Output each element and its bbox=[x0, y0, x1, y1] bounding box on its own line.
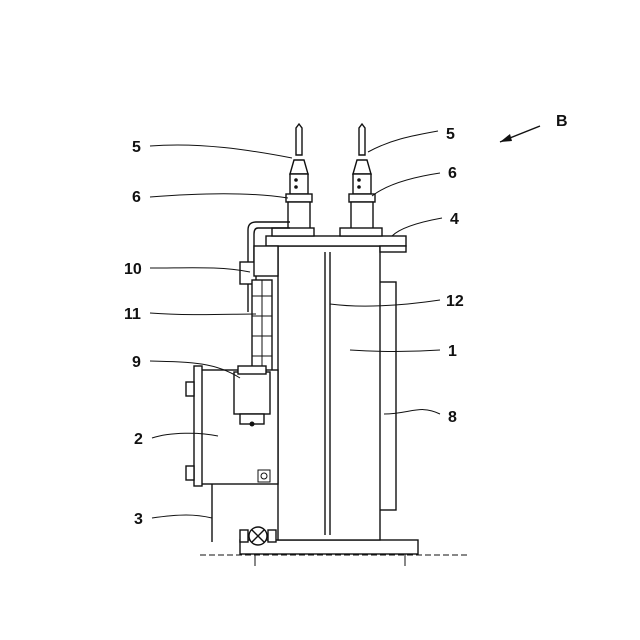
bracket bbox=[252, 280, 272, 372]
label-cover-flange: 4 bbox=[450, 211, 459, 228]
label-bushing-left: 5 bbox=[132, 139, 141, 156]
bushing-right bbox=[340, 124, 382, 236]
bushing-left bbox=[272, 124, 314, 236]
base bbox=[200, 540, 470, 566]
label-radiator: 8 bbox=[448, 409, 457, 426]
tank bbox=[278, 246, 380, 540]
label-clamp-right: 6 bbox=[448, 165, 457, 182]
cover-flange bbox=[266, 236, 406, 246]
label-bracket: 11 bbox=[124, 306, 141, 323]
label-drain: 3 bbox=[134, 511, 143, 528]
label-relay: 9 bbox=[132, 354, 141, 371]
label-bushing-right: 5 bbox=[446, 126, 455, 143]
label-clamp-left: 6 bbox=[132, 189, 141, 206]
view-label-b: B bbox=[556, 113, 568, 130]
label-seam: 12 bbox=[446, 293, 464, 310]
label-control-box: 2 bbox=[134, 431, 143, 448]
label-tank: 1 bbox=[448, 343, 457, 360]
drain-valve bbox=[212, 484, 276, 545]
relay bbox=[234, 366, 270, 427]
radiator bbox=[378, 282, 396, 510]
label-pipe: 10 bbox=[124, 261, 142, 278]
